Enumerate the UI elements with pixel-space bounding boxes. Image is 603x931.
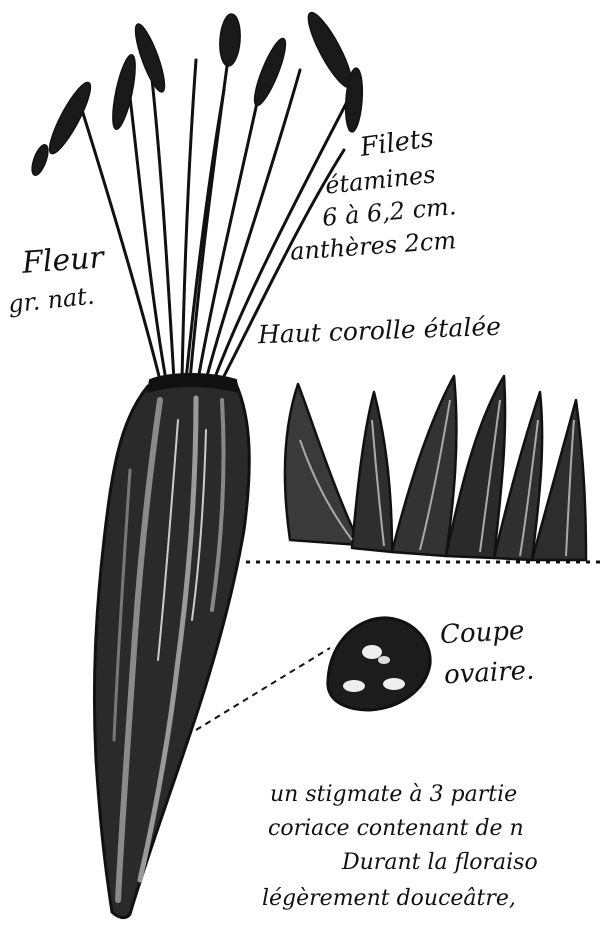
text-line-2: coriace contenant de n	[268, 818, 524, 840]
text-line-3: Durant la floraiso	[342, 852, 538, 874]
label-fleur: Fleur	[21, 243, 105, 279]
anthers-drawing	[29, 8, 364, 177]
ovary-section-drawing	[328, 618, 430, 710]
label-coupe: Coupe	[439, 618, 525, 648]
text-line-4: légèrement douceâtre,	[262, 888, 516, 910]
label-ovaire: ovaire.	[443, 658, 534, 689]
flower-drawing	[94, 374, 249, 918]
text-line-1: un stigmate à 3 partie	[270, 784, 517, 806]
corolla-lobes-drawing	[285, 376, 586, 560]
pointer-line	[196, 648, 330, 730]
